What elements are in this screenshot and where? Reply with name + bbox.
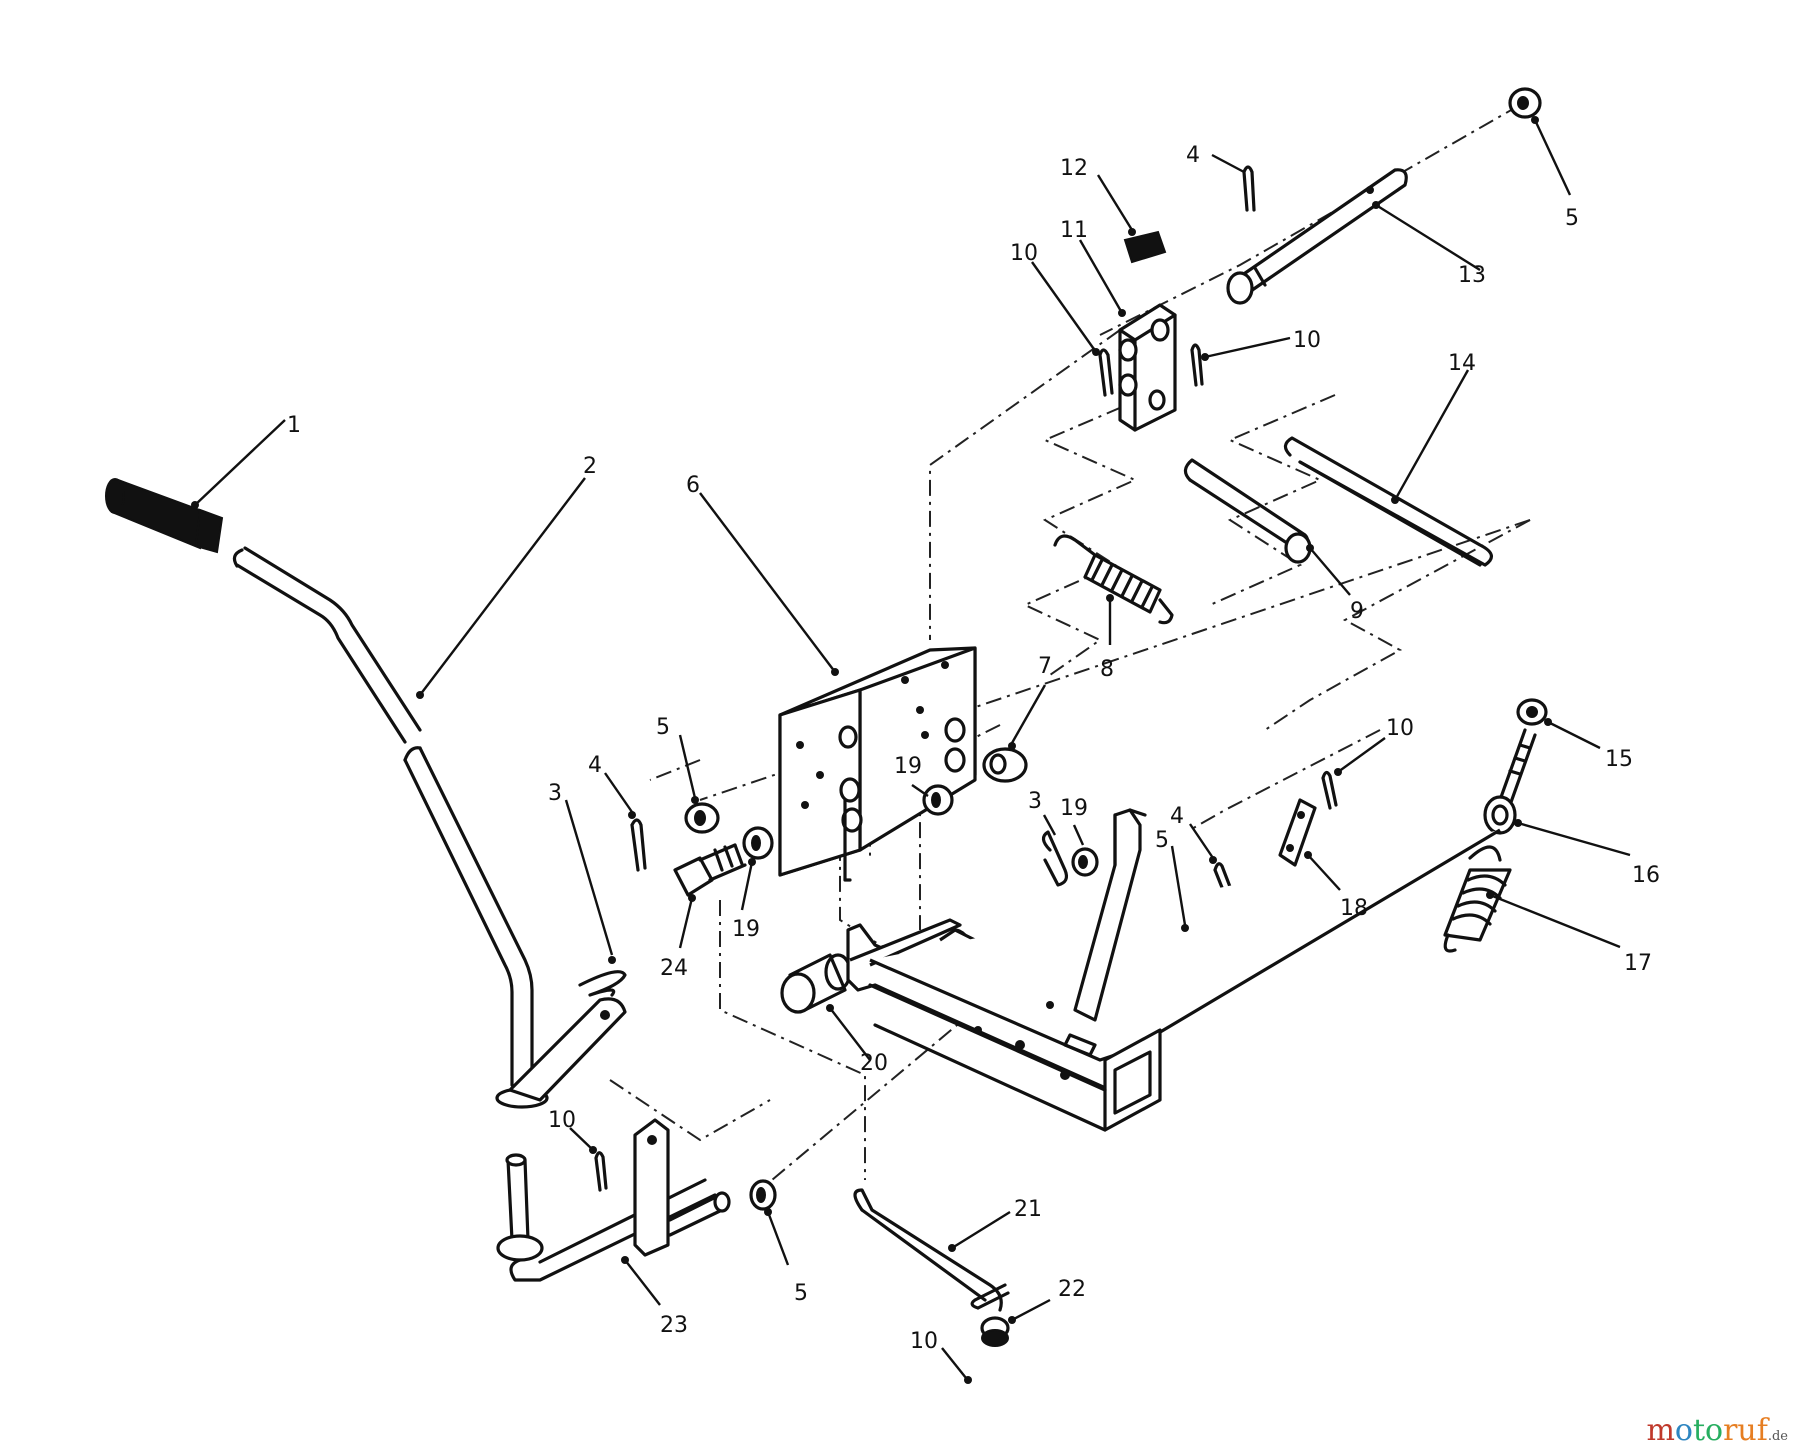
callout-23: 23 — [660, 1313, 688, 1338]
handle-grip — [105, 478, 224, 554]
rod-9 — [1183, 458, 1312, 564]
cotter-pin-10-b — [1190, 343, 1204, 387]
hex-nut — [982, 747, 1028, 783]
callout-5-b: 5 — [1155, 828, 1169, 853]
callout-5-c: 5 — [1565, 206, 1579, 231]
callout-4-left: 4 — [588, 753, 602, 778]
rod-14 — [1283, 436, 1493, 567]
callout-6: 6 — [686, 473, 700, 498]
callout-22: 22 — [1058, 1277, 1086, 1302]
callout-10-b: 10 — [1293, 328, 1321, 353]
nut-22 — [980, 1316, 1010, 1347]
pivot-block — [1118, 303, 1177, 432]
nut-15 — [1516, 698, 1548, 726]
spring-8 — [1053, 534, 1174, 625]
callout-10-d: 10 — [548, 1108, 576, 1133]
cotter-pin-10-c — [1321, 770, 1338, 810]
watermark-part2: o — [1674, 1413, 1693, 1448]
callout-9: 9 — [1350, 599, 1364, 624]
washer-19-c — [1071, 847, 1099, 877]
callout-11: 11 — [1060, 218, 1088, 243]
callout-18: 18 — [1340, 896, 1368, 921]
callout-19-c: 19 — [1060, 796, 1088, 821]
eyebolt-16 — [1483, 728, 1537, 835]
callout-21: 21 — [1014, 1197, 1042, 1222]
mounting-bracket — [778, 646, 977, 882]
crank-23 — [496, 1118, 731, 1282]
callout-17: 17 — [1624, 951, 1652, 976]
callout-10-e: 10 — [910, 1329, 938, 1354]
callouts: 1 2 3 3 4 4 4 5 5 5 5 6 7 8 9 10 10 — [191, 116, 1660, 1384]
callout-12: 12 — [1060, 156, 1088, 181]
callout-7: 7 — [1038, 654, 1052, 679]
watermark-part1: m — [1646, 1413, 1675, 1448]
watermark-tld: .de — [1767, 1429, 1788, 1444]
callout-19-a: 19 — [732, 917, 760, 942]
cotter-pin-10-a — [1098, 348, 1114, 397]
callout-13: 13 — [1458, 263, 1486, 288]
rod-21 — [853, 1188, 1003, 1312]
callout-20: 20 — [860, 1051, 888, 1076]
callout-8: 8 — [1100, 657, 1114, 682]
callout-15: 15 — [1605, 747, 1633, 772]
bushing-20 — [780, 953, 852, 1014]
link-18 — [1278, 798, 1317, 867]
callout-4-right: 4 — [1170, 804, 1184, 829]
washer-5-a — [684, 802, 720, 834]
callout-3-right: 3 — [1028, 789, 1042, 814]
cotter-pin-10-d — [594, 1151, 608, 1192]
main-frame — [846, 828, 1501, 1132]
cotter-pin-4-a — [630, 818, 647, 872]
watermark-part3: to — [1692, 1413, 1724, 1448]
watermark-logo: motoruf.de — [1646, 1413, 1788, 1448]
handle-lever — [232, 546, 627, 1109]
callout-16: 16 — [1632, 863, 1660, 888]
cotter-pin-4-c — [1242, 165, 1256, 212]
callout-14: 14 — [1448, 351, 1476, 376]
callout-2: 2 — [583, 454, 597, 479]
callout-4-top: 4 — [1186, 143, 1200, 168]
callout-1: 1 — [287, 413, 301, 438]
callout-10-c: 10 — [1386, 716, 1414, 741]
washer-5-d — [1508, 87, 1542, 119]
spring-17 — [1443, 845, 1512, 953]
frame-arm — [1073, 808, 1147, 1022]
bolt — [673, 843, 747, 897]
callout-19-b: 19 — [894, 754, 922, 779]
washer-5-c — [749, 1179, 777, 1211]
hairpin-clip-left — [578, 970, 627, 997]
washer-19-b — [922, 784, 954, 816]
callout-5-a: 5 — [656, 715, 670, 740]
rod-13 — [1226, 168, 1408, 305]
callout-3-left: 3 — [548, 781, 562, 806]
washer-19-a — [742, 826, 774, 860]
rubber-pad — [1123, 230, 1167, 264]
hairpin-clip-right — [1041, 830, 1069, 887]
callout-24: 24 — [660, 956, 688, 981]
callout-5-d: 5 — [794, 1281, 808, 1306]
watermark-part4: ruf — [1723, 1413, 1768, 1448]
callout-10-a: 10 — [1010, 241, 1038, 266]
